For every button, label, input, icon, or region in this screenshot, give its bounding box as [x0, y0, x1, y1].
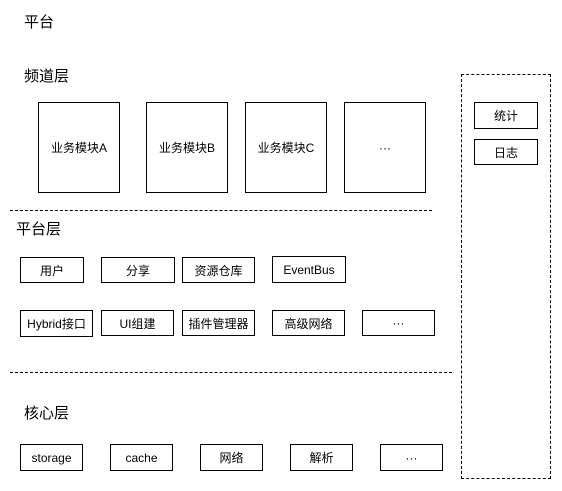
core-more: ··· — [380, 444, 443, 471]
divider-platform-core — [10, 372, 452, 373]
diagram-title: 平台 — [24, 14, 55, 31]
divider-channel-platform — [10, 210, 432, 211]
core-parse: 解析 — [290, 444, 353, 471]
platform-plugin-manager: 插件管理器 — [182, 310, 255, 336]
platform-share: 分享 — [101, 257, 175, 283]
channel-module-more: ··· — [344, 102, 426, 193]
channel-module-b: 业务模块B — [146, 102, 228, 193]
core-network: 网络 — [200, 444, 263, 471]
platform-resource-repo: 资源仓库 — [182, 257, 255, 283]
core-cache: cache — [110, 444, 173, 471]
channel-layer-title: 频道层 — [24, 68, 70, 85]
side-panel — [461, 74, 551, 479]
core-layer-title: 核心层 — [24, 405, 70, 422]
core-storage: storage — [20, 444, 83, 471]
channel-module-c: 业务模块C — [245, 102, 327, 193]
platform-more: ··· — [362, 310, 435, 336]
platform-ui-component: UI组建 — [101, 310, 174, 336]
side-log: 日志 — [474, 139, 538, 165]
platform-eventbus: EventBus — [272, 256, 346, 283]
side-statistics: 统计 — [474, 102, 538, 129]
platform-layer-title: 平台层 — [16, 221, 62, 238]
platform-advanced-network: 高级网络 — [272, 310, 345, 336]
channel-module-a: 业务模块A — [38, 102, 120, 193]
platform-user: 用户 — [20, 257, 84, 283]
platform-hybrid-interface: Hybrid接口 — [20, 310, 93, 337]
